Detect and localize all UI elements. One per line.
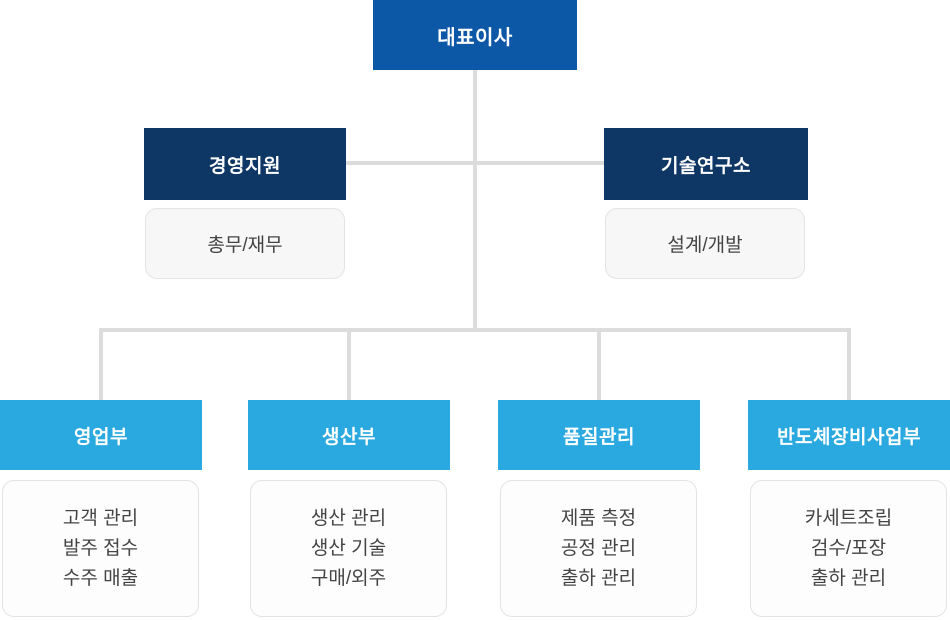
dept-node-label: 생산부	[322, 426, 376, 448]
dept-node-label: 영업부	[74, 426, 128, 448]
list-item: 카세트조립	[804, 507, 893, 529]
list-item: 검수/포장	[810, 537, 887, 559]
ceo-node-label: 대표이사	[437, 26, 513, 49]
list-item: 출하 관리	[810, 567, 887, 589]
connector-horizontal-level3	[99, 328, 851, 332]
list-item: 수주 매출	[62, 567, 139, 589]
dept-node-label: 기술연구소	[661, 155, 751, 177]
dept-node-quality-control: 품질관리	[498, 400, 700, 470]
dept-node-sales: 영업부	[0, 400, 202, 470]
dept-node-label: 경영지원	[209, 155, 281, 177]
connector-drop-production	[347, 328, 351, 402]
list-item: 고객 관리	[62, 507, 139, 529]
list-item: 구매/외주	[310, 567, 387, 589]
dept-node-label: 품질관리	[563, 426, 635, 448]
connector-drop-quality	[597, 328, 601, 402]
dept-subnode-tech-research: 설계/개발	[605, 208, 805, 279]
dept-node-semiconductor-equipment: 반도체장비사업부	[748, 400, 950, 470]
list-item: 출하 관리	[560, 567, 637, 589]
dept-node-tech-research: 기술연구소	[604, 128, 808, 200]
dept-list-semiconductor-equipment: 카세트조립 검수/포장 출하 관리	[750, 480, 947, 617]
dept-subnode-management-support: 총무/재무	[145, 208, 345, 279]
connector-drop-semiconductor	[847, 328, 851, 402]
connector-vertical-root	[473, 70, 477, 330]
list-item: 발주 접수	[62, 537, 139, 559]
dept-list-production: 생산 관리 생산 기술 구매/외주	[250, 480, 447, 617]
dept-node-production: 생산부	[248, 400, 450, 470]
connector-horizontal-level2	[345, 161, 605, 165]
list-item: 생산 관리	[310, 507, 387, 529]
dept-node-label: 반도체장비사업부	[777, 426, 921, 448]
dept-subnode-label: 설계/개발	[667, 235, 743, 256]
list-item: 제품 측정	[560, 507, 637, 529]
dept-list-sales: 고객 관리 발주 접수 수주 매출	[2, 480, 199, 617]
dept-subnode-label: 총무/재무	[207, 235, 283, 256]
dept-list-quality-control: 제품 측정 공정 관리 출하 관리	[500, 480, 697, 617]
list-item: 공정 관리	[560, 537, 637, 559]
dept-node-management-support: 경영지원	[144, 128, 346, 200]
connector-drop-sales	[99, 328, 103, 402]
ceo-node: 대표이사	[373, 0, 577, 70]
list-item: 생산 기술	[310, 537, 387, 559]
